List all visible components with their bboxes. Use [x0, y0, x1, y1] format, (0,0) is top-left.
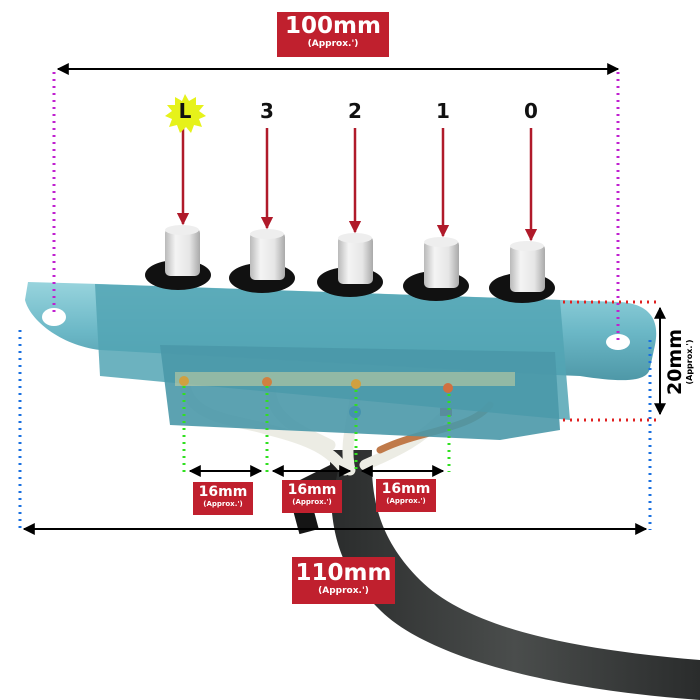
button-L [145, 225, 211, 290]
label-110mm: 110mm (Approx.') [292, 557, 395, 604]
label-100mm: 100mm (Approx.') [277, 12, 389, 57]
push-buttons [145, 225, 555, 303]
button-1 [403, 237, 469, 301]
position-label-1: 1 [436, 99, 450, 123]
button-2 [317, 233, 383, 297]
position-arrows [176, 128, 538, 242]
label-spacing-1: 16mm (Approx.') [193, 482, 253, 515]
position-label-0: 0 [524, 99, 538, 123]
switch-housing [25, 282, 657, 440]
position-label-2: 2 [348, 99, 362, 123]
button-0 [489, 241, 555, 303]
label-20mm: 20mm (Approx.') [664, 328, 694, 396]
position-label-L: L [178, 99, 192, 123]
position-label-3: 3 [260, 99, 274, 123]
spacing-guides [182, 386, 451, 472]
label-spacing-2: 16mm (Approx.') [282, 480, 342, 513]
starburst-icon [165, 94, 206, 133]
label-spacing-3: 16mm (Approx.') [376, 479, 436, 512]
button-3 [229, 229, 295, 293]
